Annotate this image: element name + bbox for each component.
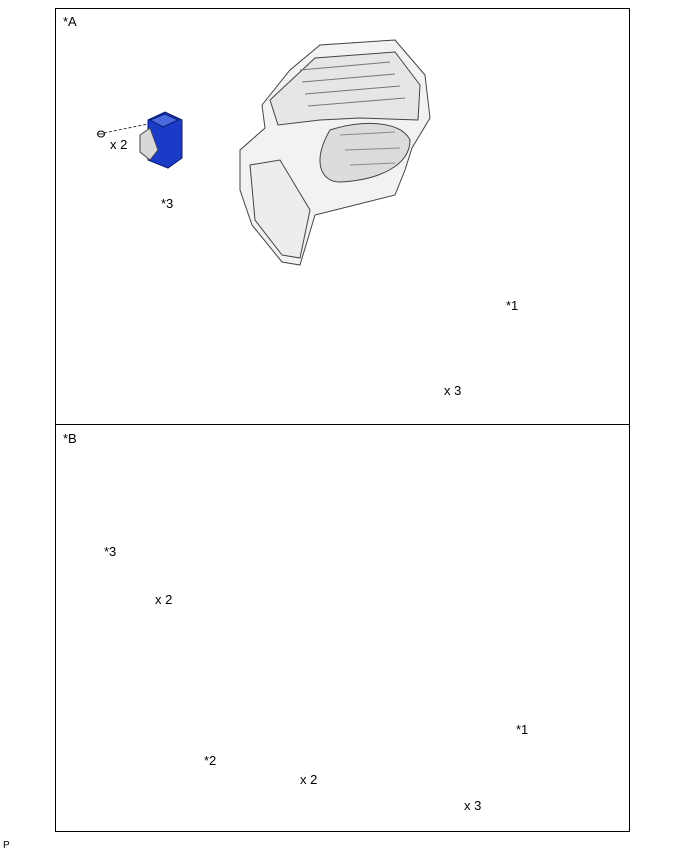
blower-housing-a bbox=[239, 39, 431, 266]
callout-2-b: *2 bbox=[204, 753, 217, 768]
qty-label-motor-screws-b: x 3 bbox=[464, 798, 482, 813]
callout-1-b: *1 bbox=[516, 722, 529, 737]
panel-b-tag: *B bbox=[63, 431, 77, 446]
callout-1-a: *1 bbox=[506, 298, 519, 313]
qty-label-resistor-screws-b: x 2 bbox=[300, 772, 318, 787]
panel-a-tag: *A bbox=[63, 14, 77, 29]
qty-label-servo-screws-a: x 2 bbox=[110, 137, 128, 152]
callout-3-b: *3 bbox=[104, 544, 117, 559]
panel-b bbox=[55, 424, 630, 832]
screw-icon bbox=[97, 123, 149, 138]
figure-code: P bbox=[3, 840, 10, 851]
servo-motor-a bbox=[139, 111, 183, 169]
callout-3-a: *3 bbox=[161, 196, 174, 211]
qty-label-motor-screws-a: x 3 bbox=[444, 383, 462, 398]
qty-label-servo-screws-b: x 2 bbox=[155, 592, 173, 607]
